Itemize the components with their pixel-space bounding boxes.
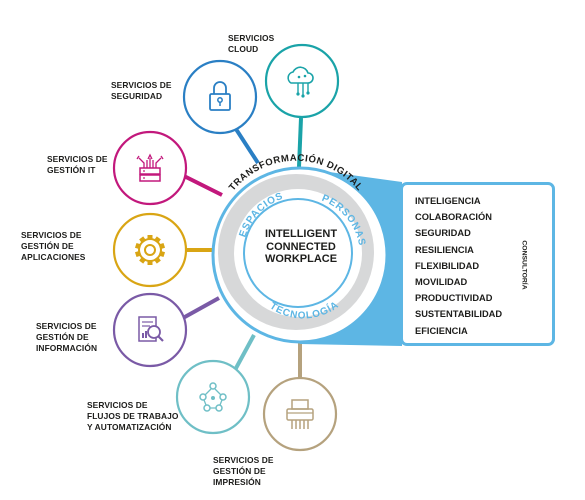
attribute-item: COLABORACIÓN (415, 212, 492, 223)
service-node (262, 376, 338, 452)
workflow-icon (199, 382, 227, 412)
document-search-icon (138, 316, 164, 342)
attribute-item: SEGURIDAD (415, 228, 471, 239)
connector-workflow (233, 334, 256, 371)
connector-security (232, 124, 260, 165)
hub-center-line-2: CONNECTED (266, 240, 336, 253)
service-node-circle (264, 43, 340, 119)
padlock-icon (209, 81, 231, 111)
attribute-item: FLEXIBILIDAD (415, 260, 480, 271)
attribute-item: EFICIENCIA (415, 325, 468, 336)
cloud-network-icon (287, 66, 314, 98)
attribute-item: SUSTENTABILIDAD (415, 309, 503, 320)
attribute-item: RESILIENCIA (415, 244, 474, 255)
hub-center-line-3: WORKPLACE (264, 253, 338, 265)
service-node (182, 59, 258, 135)
service-node (264, 43, 340, 119)
server-network-icon (136, 153, 164, 182)
label-servicios-workflow: SERVICIOS DE FLUJOS DE TRABAJO Y AUTOMAT… (87, 400, 179, 432)
connector-gestion-it (181, 173, 223, 197)
attribute-item: INTELIGENCIA (415, 196, 481, 206)
hub-inner-ring (243, 198, 353, 308)
hub-core (247, 202, 349, 304)
consultoria-attributes: INTELIGENCIA COLABORACIÓN SEGURIDAD RESI… (415, 193, 502, 339)
consultoria-panel (400, 182, 555, 346)
service-node (175, 359, 251, 435)
hub-center-title: INTELLIGENT CONNECTED WORKPLACE (246, 228, 356, 266)
attribute-item: MOVILIDAD (415, 277, 468, 288)
label-servicios-aplicaciones: SERVICIOS DE GESTIÓN DE APLICACIONES (21, 230, 86, 262)
label-servicios-seguridad: SERVICIOS DE SEGURIDAD (111, 80, 172, 101)
hub: TRANSFORMACIÓN DIGITAL ESPACIOS PERSONAS… (211, 153, 402, 346)
attribute-item: PRODUCTIVIDAD (415, 293, 493, 304)
service-node-circle (182, 59, 258, 135)
label-servicios-informacion: SERVICIOS DE GESTIÓN DE INFORMACIÓN (36, 321, 98, 353)
service-node (112, 292, 188, 368)
service-node-circle (112, 212, 188, 288)
printer-icon (286, 399, 314, 429)
label-servicios-cloud: SERVICIOS CLOUD (228, 33, 275, 54)
label-servicios-impresion: SERVICIOS DE GESTIÓN DE IMPRESIÓN (213, 455, 274, 487)
connector-cloud (297, 117, 303, 168)
consultoria-side-label: CONSULTORÍA (520, 240, 528, 290)
hub-center-line-1: INTELLIGENT (264, 228, 338, 240)
service-node (112, 212, 188, 288)
service-node (112, 130, 188, 206)
connector-lines (181, 117, 303, 377)
service-node-circle (262, 376, 338, 452)
connector-informacion (182, 296, 220, 320)
label-servicios-gestion-it: SERVICIOS DE GESTIÓN IT (47, 154, 108, 175)
gear-icon (134, 235, 166, 265)
